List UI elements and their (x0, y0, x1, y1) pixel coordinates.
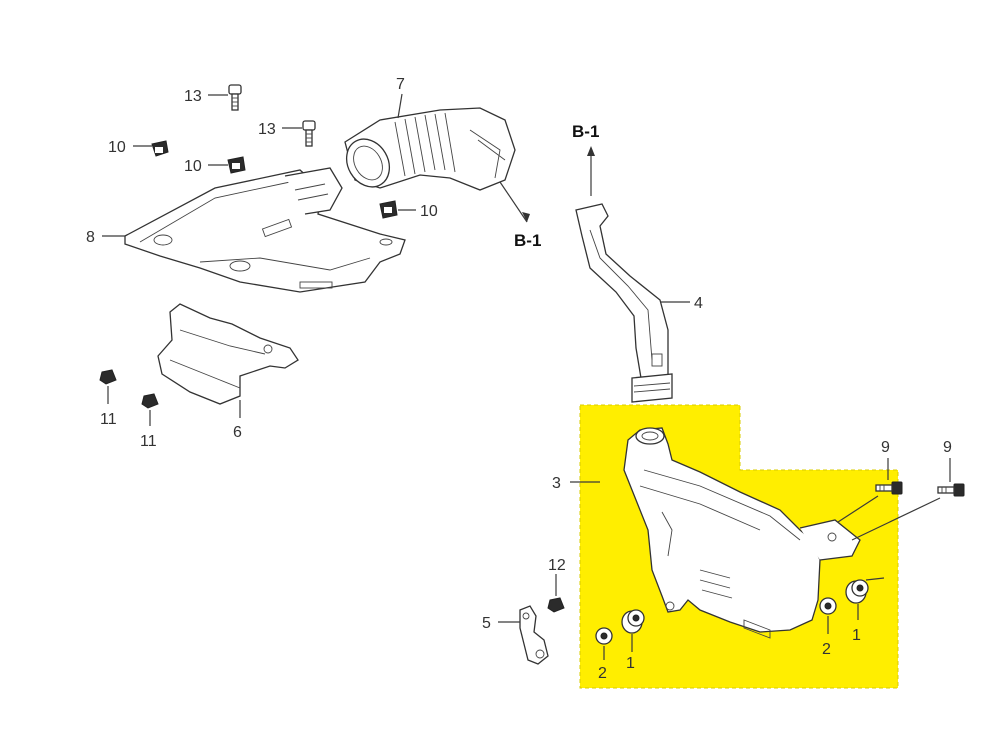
callout-13-mid: 13 (258, 121, 276, 138)
clip-10-b (227, 156, 246, 174)
callout-10-b: 10 (184, 158, 202, 175)
clip-10-a (151, 140, 169, 157)
grommet-1-right (845, 579, 869, 604)
washer-reservoir-3 (623, 427, 861, 639)
callout-13-top: 13 (184, 88, 202, 105)
nut-12 (547, 597, 565, 613)
ref-b1-bottom: B-1 (514, 231, 541, 250)
callout-1-right: 1 (852, 627, 861, 644)
callout-11-a: 11 (100, 411, 117, 428)
bolt-9-b (937, 483, 965, 497)
bracket-5 (519, 605, 549, 665)
ref-b1-top: B-1 (572, 122, 599, 141)
callout-2-right: 2 (822, 641, 831, 658)
nut-11-a (99, 369, 117, 385)
bracket-6 (157, 303, 299, 405)
bolt-13-mid (302, 120, 316, 147)
callout-9-a: 9 (881, 439, 890, 456)
callout-10-a: 10 (108, 139, 126, 156)
washer-2-left (595, 627, 613, 645)
bolt-13-top (228, 84, 242, 111)
intake-duct-7 (344, 107, 516, 191)
callout-9-b: 9 (943, 439, 952, 456)
clip-10-c (379, 200, 398, 219)
under-cover-8 (124, 167, 406, 293)
nut-11-b (141, 393, 159, 409)
callout-4: 4 (694, 295, 703, 312)
callout-7: 7 (396, 76, 405, 93)
callout-2-left: 2 (598, 665, 607, 682)
callout-3: 3 (552, 475, 561, 492)
callout-8: 8 (86, 229, 95, 246)
bolt-9-a (875, 481, 903, 495)
callout-12: 12 (548, 557, 566, 574)
filler-hose-4 (575, 203, 673, 403)
washer-2-right (819, 597, 837, 615)
grommet-1-left (621, 609, 645, 634)
callout-5: 5 (482, 615, 491, 632)
callout-6: 6 (233, 424, 242, 441)
callout-10-c: 10 (420, 203, 438, 220)
callout-11-b: 11 (140, 433, 157, 450)
callout-1-left: 1 (626, 655, 635, 672)
